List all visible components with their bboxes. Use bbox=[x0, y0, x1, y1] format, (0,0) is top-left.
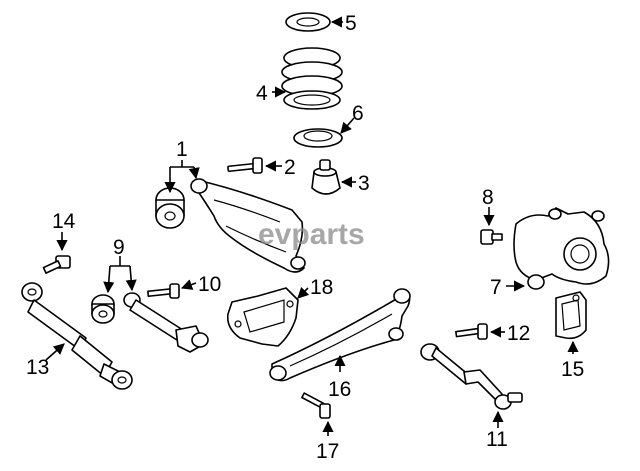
callout-12: 12 bbox=[507, 322, 530, 345]
part-11-toe-link bbox=[420, 343, 523, 410]
part-18-bracket-plate bbox=[226, 287, 299, 347]
leader-9b bbox=[125, 265, 137, 292]
part-9-lateral-link bbox=[123, 292, 209, 353]
callout-7: 7 bbox=[490, 276, 502, 299]
callout-5: 5 bbox=[345, 12, 357, 35]
part-1-bushing bbox=[155, 187, 185, 229]
callout-17: 17 bbox=[316, 440, 339, 463]
part-5-spring-upper-insulator bbox=[285, 12, 331, 32]
callout-1: 1 bbox=[176, 138, 188, 161]
leader-13 bbox=[45, 343, 65, 361]
part-4-coil-spring bbox=[281, 47, 343, 110]
leader-10 bbox=[180, 279, 197, 290]
part-1-lower-control-arm bbox=[190, 178, 306, 273]
callout-9: 9 bbox=[113, 236, 125, 259]
part-17-bolt bbox=[301, 392, 331, 419]
part-7-knuckle bbox=[513, 207, 610, 290]
callout-16: 16 bbox=[328, 378, 351, 401]
leader-9a bbox=[103, 265, 115, 294]
watermark-logo: evparts bbox=[258, 218, 365, 251]
callout-2: 2 bbox=[284, 156, 296, 179]
part-6-spring-lower-insulator bbox=[293, 128, 343, 148]
part-16-trailing-arm bbox=[269, 288, 411, 382]
part-10-bolt bbox=[147, 283, 180, 299]
part-2-bolt bbox=[227, 157, 263, 174]
part-3-bump-stopper bbox=[311, 159, 341, 195]
callout-18: 18 bbox=[310, 276, 333, 299]
leader-18 bbox=[297, 286, 310, 299]
part-8-bolt bbox=[480, 229, 503, 245]
callout-3: 3 bbox=[358, 172, 370, 195]
part-14-bolt bbox=[42, 255, 71, 274]
part-12-bolt bbox=[455, 323, 488, 340]
leader-6 bbox=[340, 117, 355, 134]
leader-1b bbox=[188, 166, 200, 180]
callout-4: 4 bbox=[256, 82, 268, 105]
callout-13: 13 bbox=[26, 356, 49, 379]
callout-11: 11 bbox=[486, 428, 508, 451]
callout-8: 8 bbox=[482, 186, 494, 209]
callout-15: 15 bbox=[561, 358, 584, 381]
callout-6: 6 bbox=[352, 102, 364, 125]
part-9-bushing bbox=[91, 294, 115, 324]
part-15-bracket bbox=[555, 291, 587, 340]
callout-10: 10 bbox=[198, 273, 221, 296]
part-13-shock-absorber bbox=[21, 282, 133, 390]
callout-14: 14 bbox=[52, 210, 76, 233]
